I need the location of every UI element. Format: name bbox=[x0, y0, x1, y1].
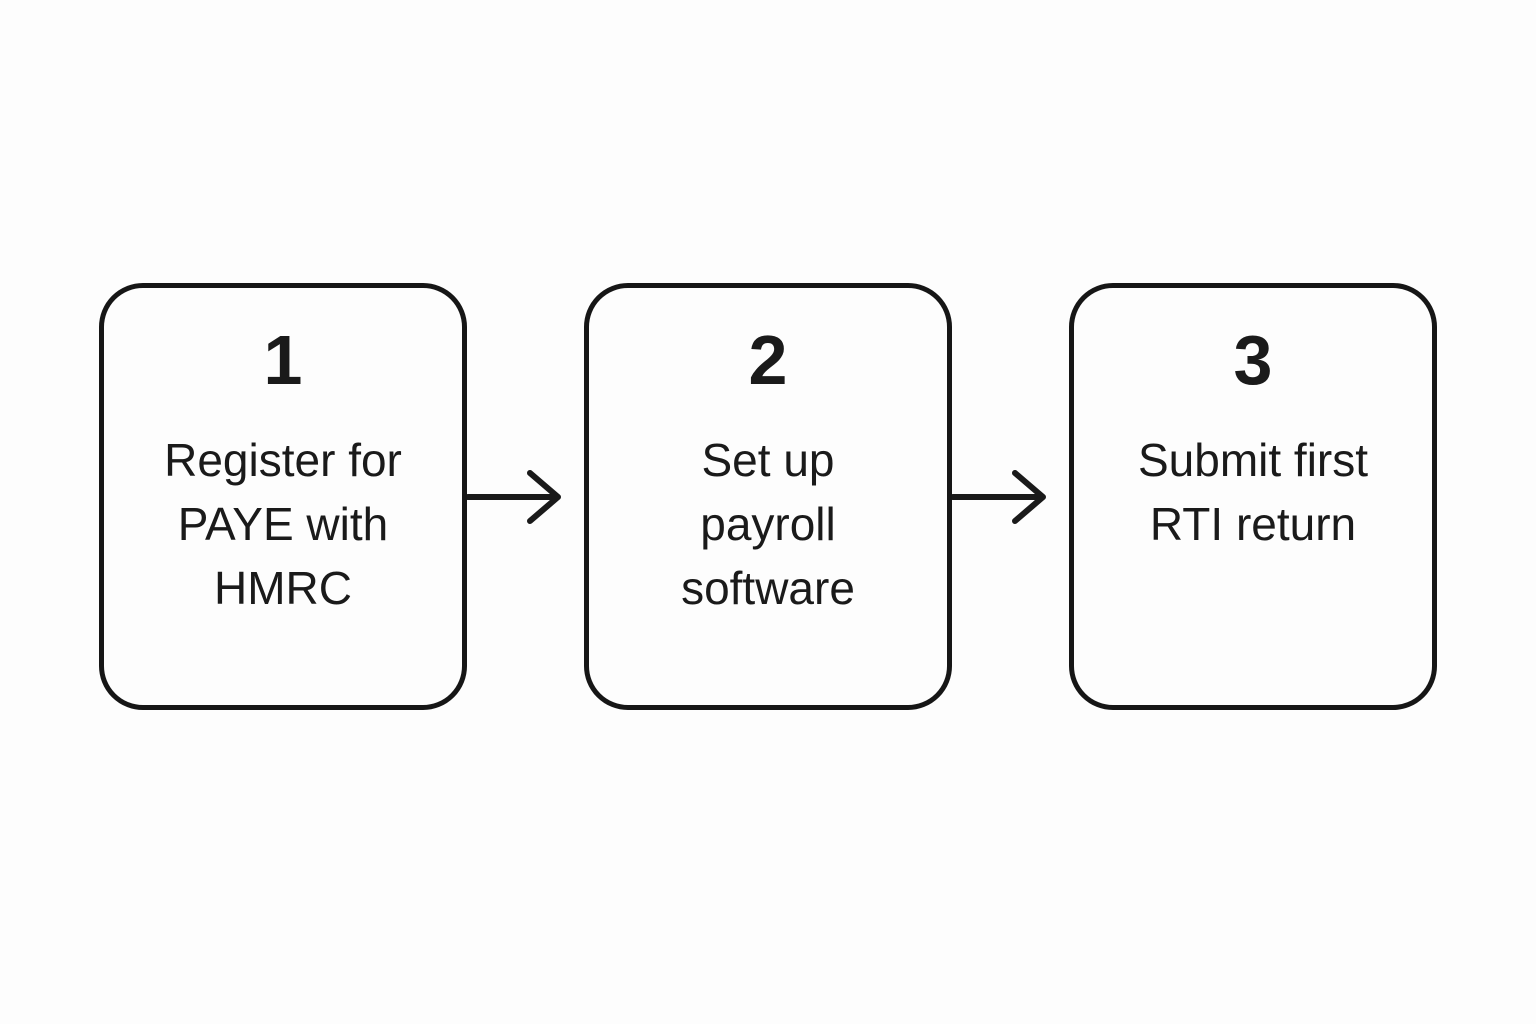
connector-2-3 bbox=[952, 283, 1069, 710]
step-label: Set up payroll software bbox=[681, 434, 855, 614]
step-box-1: 1 Register for PAYE with HMRC bbox=[99, 283, 467, 710]
step-label: Register for PAYE with HMRC bbox=[164, 434, 402, 614]
connector-1-2 bbox=[467, 283, 584, 710]
step-box-3: 3 Submit first RTI return bbox=[1069, 283, 1437, 710]
right-arrow-icon bbox=[467, 469, 561, 524]
right-arrow-icon bbox=[952, 469, 1046, 524]
step-box-2: 2 Set up payroll software bbox=[584, 283, 952, 710]
flowchart-row: 1 Register for PAYE with HMRC 2 Set up p… bbox=[0, 283, 1536, 710]
step-number: 2 bbox=[748, 321, 788, 399]
step-label: Submit first RTI return bbox=[1137, 434, 1369, 550]
step-number: 1 bbox=[263, 321, 303, 399]
step-number: 3 bbox=[1233, 321, 1273, 399]
